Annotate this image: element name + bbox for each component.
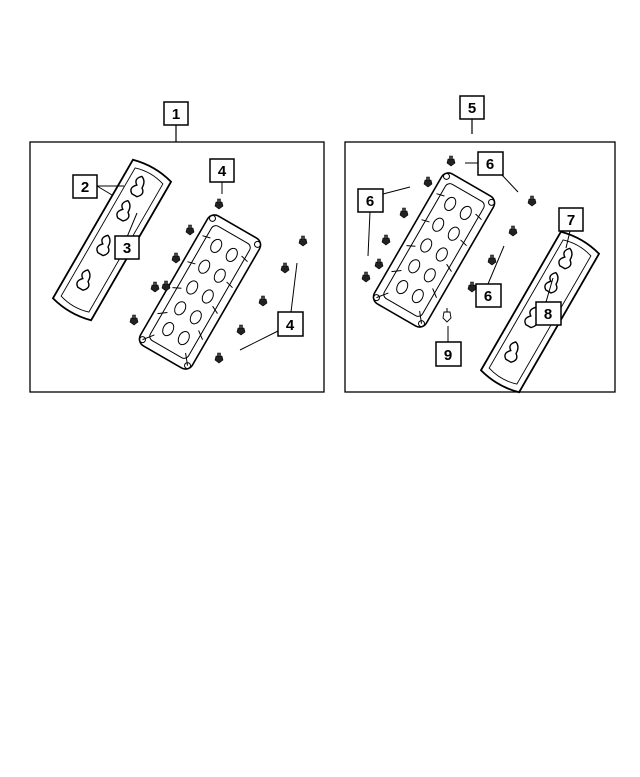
callout-7-box [558,207,584,232]
callout-6-label-left: 6 [366,193,374,210]
callout-6-box-left [357,188,384,213]
callout-2-label: 2 [81,179,89,196]
callout-6-label-top: 6 [486,156,494,173]
callout-4-label-bottom: 4 [286,317,295,334]
callout-8-label: 8 [544,306,552,323]
callout-7-label: 7 [567,212,575,229]
callout-4-box-bottom [277,311,304,337]
callout-6-box-bottom [475,283,502,308]
kit-left-group: 1 2 3 [29,101,325,393]
valve-cover-gasket-left [50,156,174,324]
callout-4-box-top [209,158,235,183]
callout-6-box-top [477,151,504,176]
kit-left-frame [29,141,325,393]
kit-right-frame [344,141,616,393]
callout-8-box [535,301,562,326]
callout-5-box [459,95,485,120]
callout-3-box [114,235,140,260]
callout-9-box [435,341,462,367]
callout-1-label: 1 [172,106,180,123]
callout-6-label-bottom: 6 [484,288,492,305]
callout-9-label: 9 [444,347,452,364]
callout-5-label: 5 [468,100,476,117]
callout-3-label: 3 [123,240,131,257]
callout-1-box [163,101,189,126]
kit-right-group: 5 6 [344,95,616,396]
callout-4-label-top: 4 [218,163,227,180]
stud-fastener [442,308,452,323]
callout-2-box [72,174,98,199]
